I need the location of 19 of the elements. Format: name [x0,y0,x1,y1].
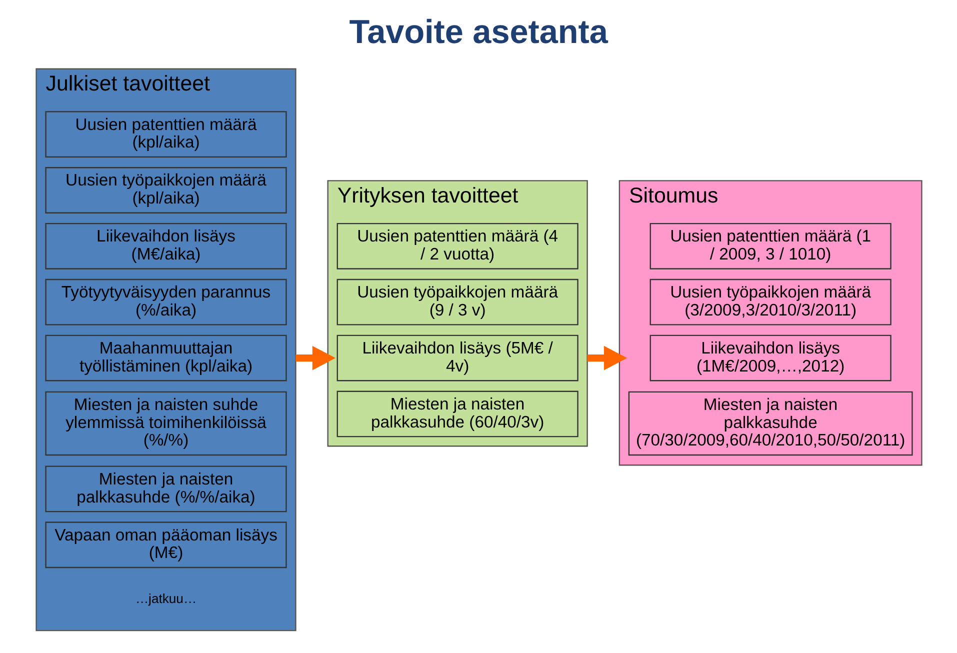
node-box: Maahanmuuttajan työllistäminen (kpl/aika) [44,334,286,382]
node-box: Liikevaihdon lisäys (1M€/2009,…,2012) [649,334,891,382]
node-box: Uusien patenttien määrä (1 / 2009, 3 / 1010) [649,222,891,270]
node-box: Vapaan oman pääoman lisäys (M€) [44,522,286,568]
node-box: Uusien työpaikkojen määrä (kpl/aika) [44,167,286,214]
node-box: Miesten ja naisten palkkasuhde (70/30/2009,60/40/2010,50/50/2011) [628,391,912,456]
diagram-title: Tavoite asetanta [348,14,608,52]
node-box: Uusien työpaikkojen määrä (3/2009,3/2010/3/2011) [649,278,891,326]
arrow [586,346,627,370]
node-box: Uusien patenttien määrä (kpl/aika) [44,111,286,158]
node-box: Miesten ja naisten palkkasuhde (60/40/3v) [336,390,578,438]
node-box: Uusien patenttien määrä (4 / 2 vuotta) [336,222,578,270]
node-box: Miesten ja naisten palkkasuhde (%/%/aika) [44,466,286,512]
node-box: Liikevaihdon lisäys (M€/aika) [44,222,286,270]
arrow [295,346,336,370]
node-box: Työtyytyväisyyden parannus (%/aika) [44,278,286,326]
node-box: Liikevaihdon lisäys (5M€ / 4v) [336,334,578,382]
node-box: Uusien työpaikkojen määrä (9 / 3 v) [336,278,578,326]
node-box: Miesten ja naisten suhde ylemmissä toimihenkilöissä (%/%) [44,391,286,456]
